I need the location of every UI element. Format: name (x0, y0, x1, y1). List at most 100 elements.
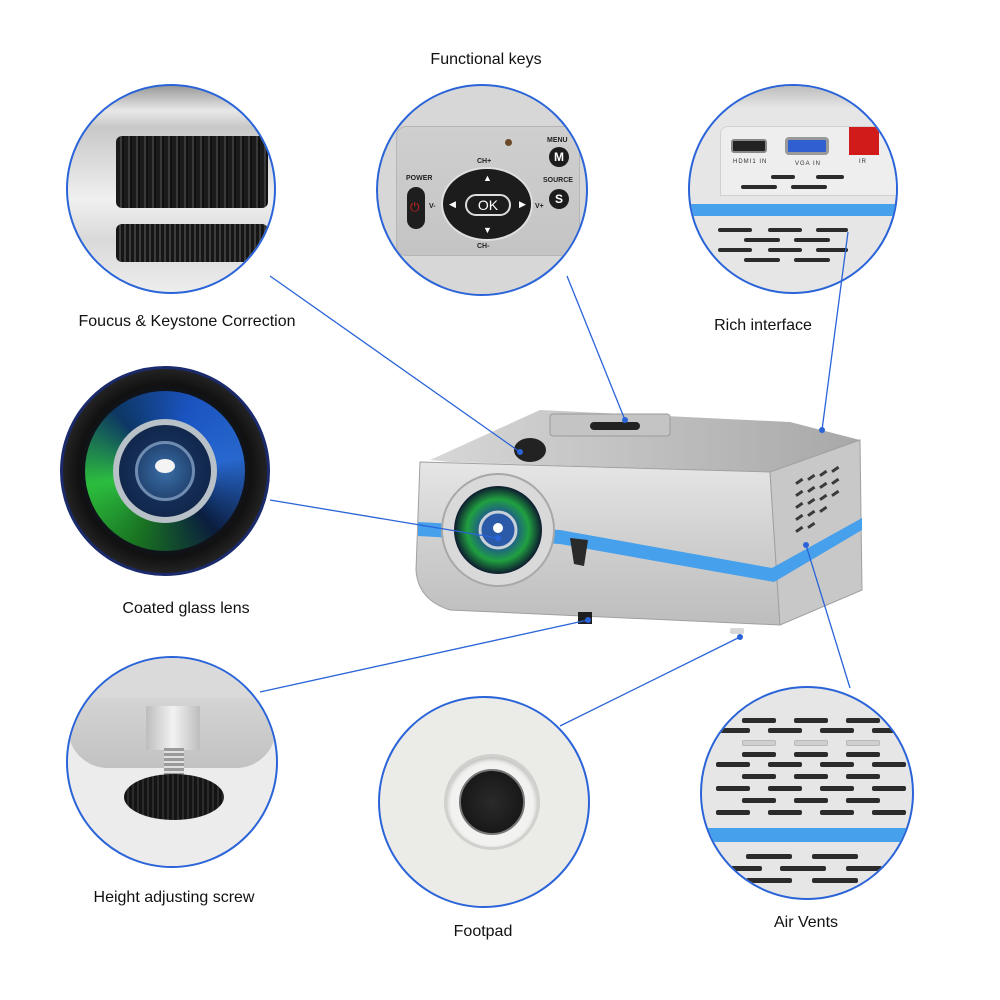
vent-slot (820, 786, 854, 791)
focus-keystone-closeup (66, 84, 276, 294)
source-label: SOURCE (543, 177, 573, 184)
vent-slot (794, 238, 830, 242)
screw-thread-icon (164, 748, 184, 780)
vol-down-label: V- (429, 203, 436, 210)
air-vents-label: Air Vents (773, 914, 839, 931)
vent-slot (872, 762, 906, 767)
vent-slot (746, 854, 792, 859)
vent-slot (742, 798, 776, 803)
lens-closeup (60, 366, 270, 576)
vent-slot (872, 786, 906, 791)
vent-slot (768, 228, 802, 232)
functional-keys-closeup: POWER ⏻ V- CH+ ▲ ▼ ◀ ▶ OK CH- V+ MENU M … (376, 84, 588, 296)
height-adjusting-screw-label: Height adjusting screw (93, 889, 255, 906)
vent-slot (816, 175, 844, 179)
source-button: S (549, 189, 569, 209)
vent-slot (718, 248, 752, 252)
menu-button: M (549, 147, 569, 167)
dpad: ▲ ▼ ◀ ▶ OK (441, 167, 533, 241)
housing-edge (690, 86, 896, 110)
housing-underside (68, 658, 276, 698)
vent-slot (794, 752, 828, 757)
hdmi-label: HDMI1 IN (733, 159, 768, 165)
footpad-label: Footpad (453, 923, 513, 940)
footpad-rubber-icon (459, 769, 525, 835)
blue-accent-band (702, 828, 912, 842)
status-led-icon (505, 139, 512, 146)
vent-slot (741, 185, 777, 189)
vent-slot (812, 878, 858, 883)
blue-accent-band (690, 204, 896, 216)
focus-keystone-label: Foucus & Keystone Correction (78, 313, 296, 330)
vent-slot (771, 175, 795, 179)
power-label: POWER (406, 175, 433, 182)
projector-illustration (415, 410, 863, 634)
vent-slot (791, 185, 827, 189)
vent-slot (820, 762, 854, 767)
vent-slot (794, 774, 828, 779)
hdmi-port-icon (731, 139, 767, 153)
vga-label: VGA IN (795, 161, 822, 167)
air-vents-closeup (700, 686, 914, 900)
vent-slot (768, 810, 802, 815)
vent-slot (846, 752, 880, 757)
vent-slot (794, 740, 828, 746)
down-arrow-icon: ▼ (483, 225, 492, 235)
ir-label: IR (859, 159, 867, 165)
vent-slot (794, 258, 830, 262)
vent-slot (812, 854, 858, 859)
vent-slot (744, 238, 780, 242)
vent-slot (716, 728, 750, 733)
vent-slot (846, 718, 880, 723)
vent-slot (820, 810, 854, 815)
lens-highlight (155, 459, 175, 473)
port-panel: HDMI1 IN VGA IN IR (720, 126, 896, 196)
power-icon: ⏻ (410, 200, 420, 214)
right-arrow-icon: ▶ (519, 199, 526, 209)
vent-slot (846, 740, 880, 746)
vent-slot (744, 258, 780, 262)
functional-keys-label: Functional keys (430, 51, 542, 68)
vent-slot (716, 762, 750, 767)
vent-slot (816, 248, 848, 252)
power-button: ⏻ (407, 187, 425, 229)
footpad-closeup (378, 696, 590, 908)
vent-slot (742, 740, 776, 746)
ok-button: OK (465, 194, 511, 216)
vent-slot (718, 228, 752, 232)
height-screw-closeup (66, 656, 278, 868)
vent-slot (768, 762, 802, 767)
vent-slot (780, 866, 826, 871)
focus-knob-icon (116, 136, 268, 208)
vent-slot (846, 774, 880, 779)
vent-slot (820, 728, 854, 733)
rich-interface-label: Rich interface (714, 317, 812, 334)
vent-slot (794, 798, 828, 803)
ch-down-label: CH- (477, 243, 490, 250)
vent-slot (716, 866, 762, 871)
vent-slot (716, 810, 750, 815)
vent-slot (872, 810, 906, 815)
vent-slot (846, 866, 882, 871)
ch-up-label: CH+ (477, 158, 492, 165)
coated-glass-lens-label: Coated glass lens (122, 600, 250, 617)
vent-slot (768, 248, 802, 252)
keypad-panel: POWER ⏻ V- CH+ ▲ ▼ ◀ ▶ OK CH- V+ MENU M … (396, 126, 580, 256)
up-arrow-icon: ▲ (483, 173, 492, 183)
vol-up-label: V+ (535, 203, 544, 210)
vent-slot (816, 228, 848, 232)
vent-slot (846, 798, 880, 803)
vga-port-icon (785, 137, 829, 155)
vent-slot (742, 752, 776, 757)
screw-column (146, 706, 200, 750)
interface-closeup: HDMI1 IN VGA IN IR (688, 84, 898, 294)
footpad-housing (444, 754, 540, 850)
vent-slot (742, 718, 776, 723)
menu-label: MENU (547, 137, 568, 144)
vent-slot (872, 728, 906, 733)
vent-slot (746, 878, 792, 883)
vent-slot (794, 718, 828, 723)
left-arrow-icon: ◀ (449, 199, 456, 209)
keystone-knob-icon (116, 224, 268, 262)
vent-slot (768, 786, 802, 791)
